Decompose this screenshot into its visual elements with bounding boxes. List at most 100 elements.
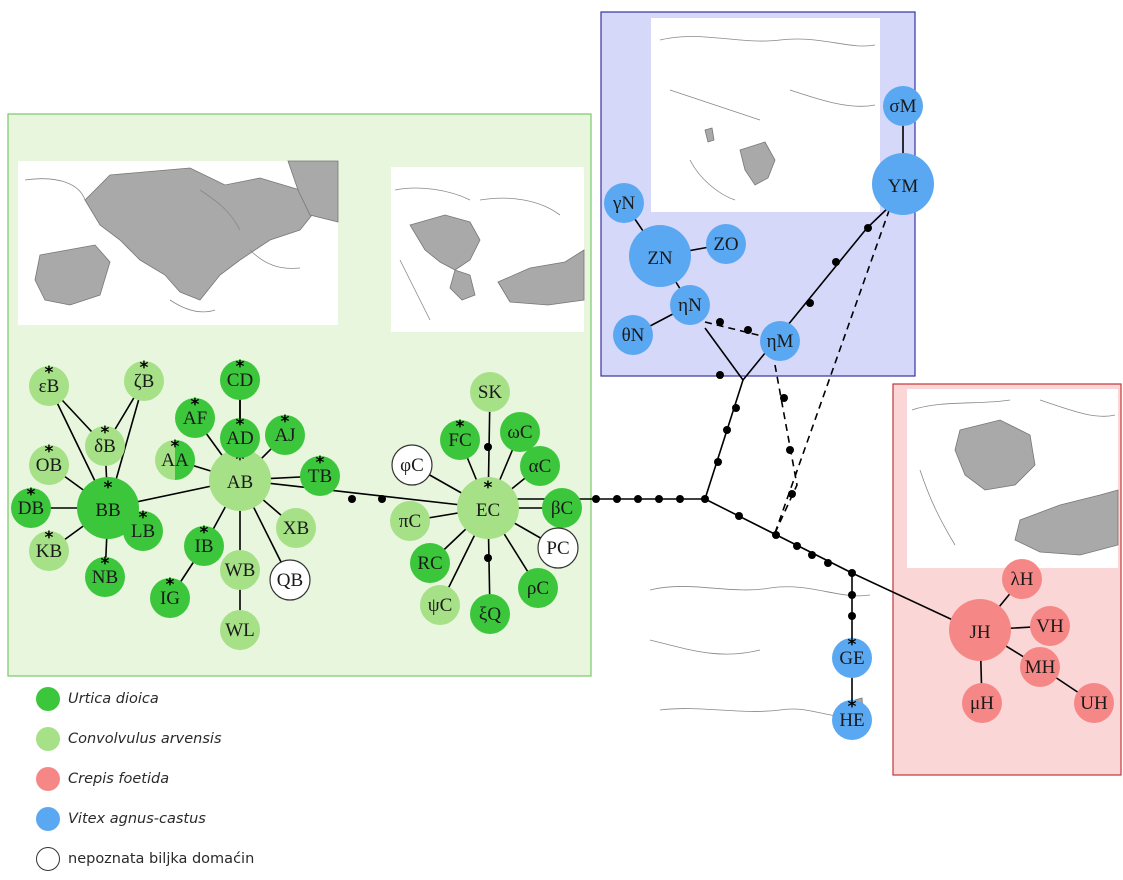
asterisk-marker: * [848, 697, 857, 717]
haplotype-node-sigM: σM [883, 86, 923, 126]
legend-item: Crepis foetida [36, 766, 169, 792]
asterisk-marker: * [139, 508, 148, 528]
haplotype-node-alpC: αC [520, 446, 560, 486]
haplotype-node-KB: KB* [29, 528, 69, 571]
haplotype-node-WL: WL [220, 610, 260, 650]
haplotype-node-lamH: λH [1002, 559, 1042, 599]
node-label: εB [39, 376, 60, 397]
mutation-dot [701, 495, 709, 503]
node-label: MH [1025, 657, 1056, 678]
haplotype-node-WB: WB [220, 550, 260, 590]
map-balkans-turkey [391, 167, 585, 332]
asterisk-marker: * [104, 478, 113, 498]
map-western-europe [18, 160, 339, 325]
asterisk-marker: * [484, 478, 493, 498]
haplotype-node-phiC: φC [391, 444, 433, 486]
asterisk-marker: * [101, 423, 110, 443]
haplotype-node-ZN: ZN [629, 225, 691, 287]
node-label: JH [969, 622, 990, 643]
haplotype-node-AD: AD* [220, 415, 260, 458]
map-romania-turkey [907, 389, 1119, 568]
haplotype-node-XB: XB [276, 508, 316, 548]
haplotype-node-VH: VH [1030, 606, 1070, 646]
node-label: ηM [767, 331, 794, 352]
node-label: VH [1036, 616, 1064, 637]
asterisk-marker: * [848, 635, 857, 655]
haplotype-node-rhoC: ρC [518, 568, 558, 608]
node-label: EC [476, 500, 500, 521]
haplotype-node-PC: PC [537, 527, 579, 569]
node-label: δB [94, 436, 116, 457]
mutation-dot [732, 404, 740, 412]
asterisk-marker: * [281, 412, 290, 432]
node-label: NB [92, 567, 118, 588]
haplotype-node-YM: YM [872, 153, 934, 215]
mutation-dot [716, 371, 724, 379]
mutation-dot [780, 394, 788, 402]
haplotype-node-GE: GE* [832, 635, 872, 678]
legend-label: Urtica dioica [68, 691, 159, 707]
node-label: ηN [678, 295, 702, 316]
legend-swatch [36, 767, 60, 791]
asterisk-marker: * [200, 523, 209, 543]
node-label: GE [839, 648, 864, 669]
legend-swatch [36, 807, 60, 831]
haplotype-node-HE: HE* [832, 697, 872, 740]
mutation-dots [348, 224, 872, 620]
node-label: IG [160, 588, 180, 609]
haplotype-node-etaM: ηM [760, 321, 800, 361]
haplotype-node-psiC: ψC [420, 585, 460, 625]
haplotype-node-AB: AB* [209, 449, 271, 511]
haplotype-node-OB: OB* [29, 442, 69, 485]
haplotype-node-BB: BB* [77, 477, 139, 539]
asterisk-marker: * [45, 528, 54, 548]
asterisk-marker: * [166, 575, 175, 595]
asterisk-marker: * [171, 437, 180, 457]
legend-swatch [36, 727, 60, 751]
node-label: AJ [274, 425, 295, 446]
asterisk-marker: * [236, 415, 245, 435]
mutation-dot [772, 531, 780, 539]
haplotype-node-FC: FC* [440, 417, 480, 460]
asterisk-marker: * [45, 442, 54, 462]
legend-swatch [36, 687, 60, 711]
legend-item: Vitex agnus-castus [36, 806, 206, 832]
legend-item: Urtica dioica [36, 686, 159, 712]
haplotype-node-NB: NB* [85, 554, 125, 597]
haplotype-node-delB: δB* [85, 423, 125, 466]
haplotype-node-UH: UH [1074, 683, 1114, 723]
asterisk-marker: * [101, 554, 110, 574]
mutation-dot [655, 495, 663, 503]
haplotype-node-RC: RC [410, 543, 450, 583]
node-label: πC [399, 511, 421, 532]
haplotype-node-betC: βC [542, 488, 582, 528]
asterisk-marker: * [191, 395, 200, 415]
node-label: σM [889, 96, 916, 117]
haplotype-node-muH: μH [962, 683, 1002, 723]
mutation-dot [378, 495, 386, 503]
legend-swatch [36, 847, 60, 871]
node-label: βC [551, 498, 573, 519]
haplotype-node-AF: AF* [175, 395, 215, 438]
haplotype-nodes: BB*AB*EC*εB*ζB*δB*OB*DB*KB*NB*LB*CD*AF*A… [11, 86, 1114, 740]
legend-item: Convolvulus arvensis [36, 726, 222, 752]
haplotype-node-etaN: ηN [670, 285, 710, 325]
haplotype-node-theN: θN [613, 315, 653, 355]
mutation-dot [484, 554, 492, 562]
node-label: UH [1080, 693, 1108, 714]
mutation-dot [808, 551, 816, 559]
mutation-dot [348, 495, 356, 503]
haplotype-node-QB: QB [269, 559, 311, 601]
node-label: AD [226, 428, 253, 449]
node-label: BB [95, 500, 120, 521]
haplotype-node-AJ: AJ* [265, 412, 305, 455]
node-label: FC [448, 430, 471, 451]
dashed-alternative-links [704, 204, 892, 534]
mutation-dot [806, 299, 814, 307]
node-label: ZN [647, 248, 673, 269]
node-label: ZO [713, 234, 738, 255]
mutation-dot [848, 612, 856, 620]
haplotype-node-xiQ: ξQ [470, 594, 510, 634]
node-label: γN [612, 193, 635, 214]
mutation-dot [723, 426, 731, 434]
